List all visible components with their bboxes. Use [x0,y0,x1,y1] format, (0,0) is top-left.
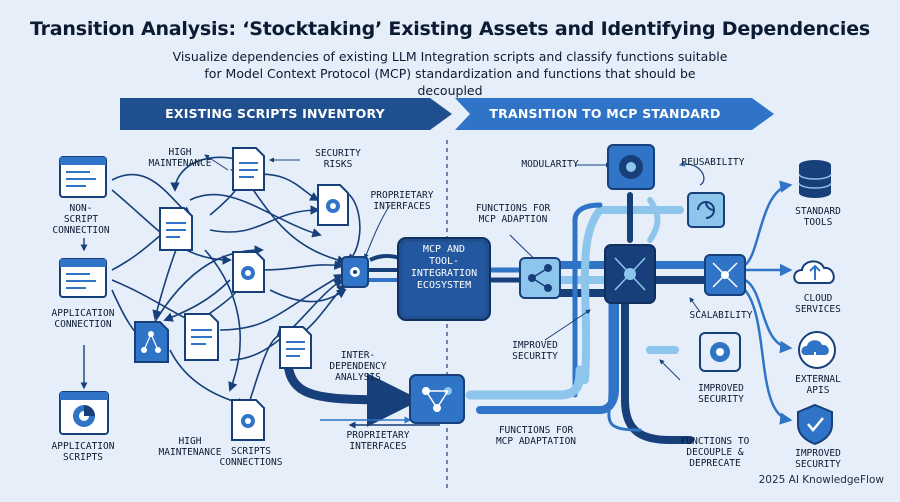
label-proprietary-interfaces-bottom: PROPRIETARY INTERFACES [346,430,410,452]
label-functions-for-mcp-adaptation: FUNCTIONS FOR MCP ADAPTATION [495,425,577,447]
refresh-icon [687,192,725,228]
fan-out-arrows [678,160,793,425]
label-application-connection: APPLICATION CONNECTION [51,308,115,330]
label-scripts-connections: SCRIPTS CONNECTIONS [219,446,283,468]
doc-icon-a [232,147,265,191]
label-improved-security-right: IMPROVED SECURITY [795,448,841,470]
page-title: Transition Analysis: ‘Stocktaking’ Exist… [29,18,871,40]
footer-credit: 2025 AI KnowledgeFlow [758,474,884,486]
label-scalability: SCALABILITY [689,310,753,321]
label-high-maintenance-bottom: HIGH MAINTENANCE [158,436,222,458]
script-window-icon-2 [59,258,107,298]
label-standard-tools: STANDARD TOOLS [795,206,841,228]
doc-gear-icon-b [232,251,265,293]
doc-icon-c [184,313,219,361]
mcp-pipes [465,192,709,444]
label-non-script-connection: NON- SCRIPT CONNECTION [52,203,110,236]
label-functions-for-mcp-adaption: FUNCTIONS FOR MCP ADAPTION [475,203,551,225]
hub-label: MCP AND TOOL- INTEGRATION ECOSYSTEM [410,244,478,291]
label-external-apis: EXTERNAL APIS [795,374,841,396]
upload-icon [798,331,836,369]
mcp-hub [397,237,491,321]
banner-existing-scripts: EXISTING SCRIPTS INVENTORY [165,106,385,121]
doc-icon-d [279,326,312,369]
interdependency-node [409,374,465,424]
doc-gear-icon-c [231,399,265,441]
doc-network-icon [134,321,169,363]
share-node [519,257,561,299]
label-improved-security-mid: IMPROVED SECURITY [512,340,558,362]
banner-left-arrow [120,98,452,130]
connector-node [341,256,369,288]
label-security-risks: SECURITY RISKS [315,148,361,170]
doc-gear-icon-a [317,184,349,226]
gear-box-icon [607,144,655,190]
shield-icon [797,403,833,446]
label-functions-to-decouple: FUNCTIONS TO DECOUPLE & DEPRECATE [680,436,750,469]
label-application-scripts: APPLICATION SCRIPTS [51,441,115,463]
right-router [704,254,746,296]
gear-box-low-icon [699,332,741,372]
database-icon [798,160,832,198]
page-subtitle: Visualize dependencies of existing LLM I… [172,49,728,98]
script-window-icon-1 [59,156,107,198]
label-modularity: MODULARITY [521,159,579,170]
label-high-maintenance-top: HIGH MAINTENANCE [148,147,212,169]
banner-transition-mcp: TRANSITION TO MCP STANDARD [489,106,721,121]
label-cloud-services: CLOUD SERVICES [795,293,841,315]
application-window-icon [59,391,109,435]
label-proprietary-interfaces-top: PROPRIETARY INTERFACES [370,190,434,212]
cloud-icon [793,260,835,284]
central-router [604,244,656,304]
label-reusability: REUSABILITY [681,157,745,168]
label-improved-security-low: IMPROVED SECURITY [698,383,744,405]
label-interdependency-analysis: INTER- DEPENDENCY ANALYSIS [329,350,387,383]
doc-icon-b [159,207,193,251]
label-leaders [204,154,701,381]
banner-right-arrow [455,98,774,130]
